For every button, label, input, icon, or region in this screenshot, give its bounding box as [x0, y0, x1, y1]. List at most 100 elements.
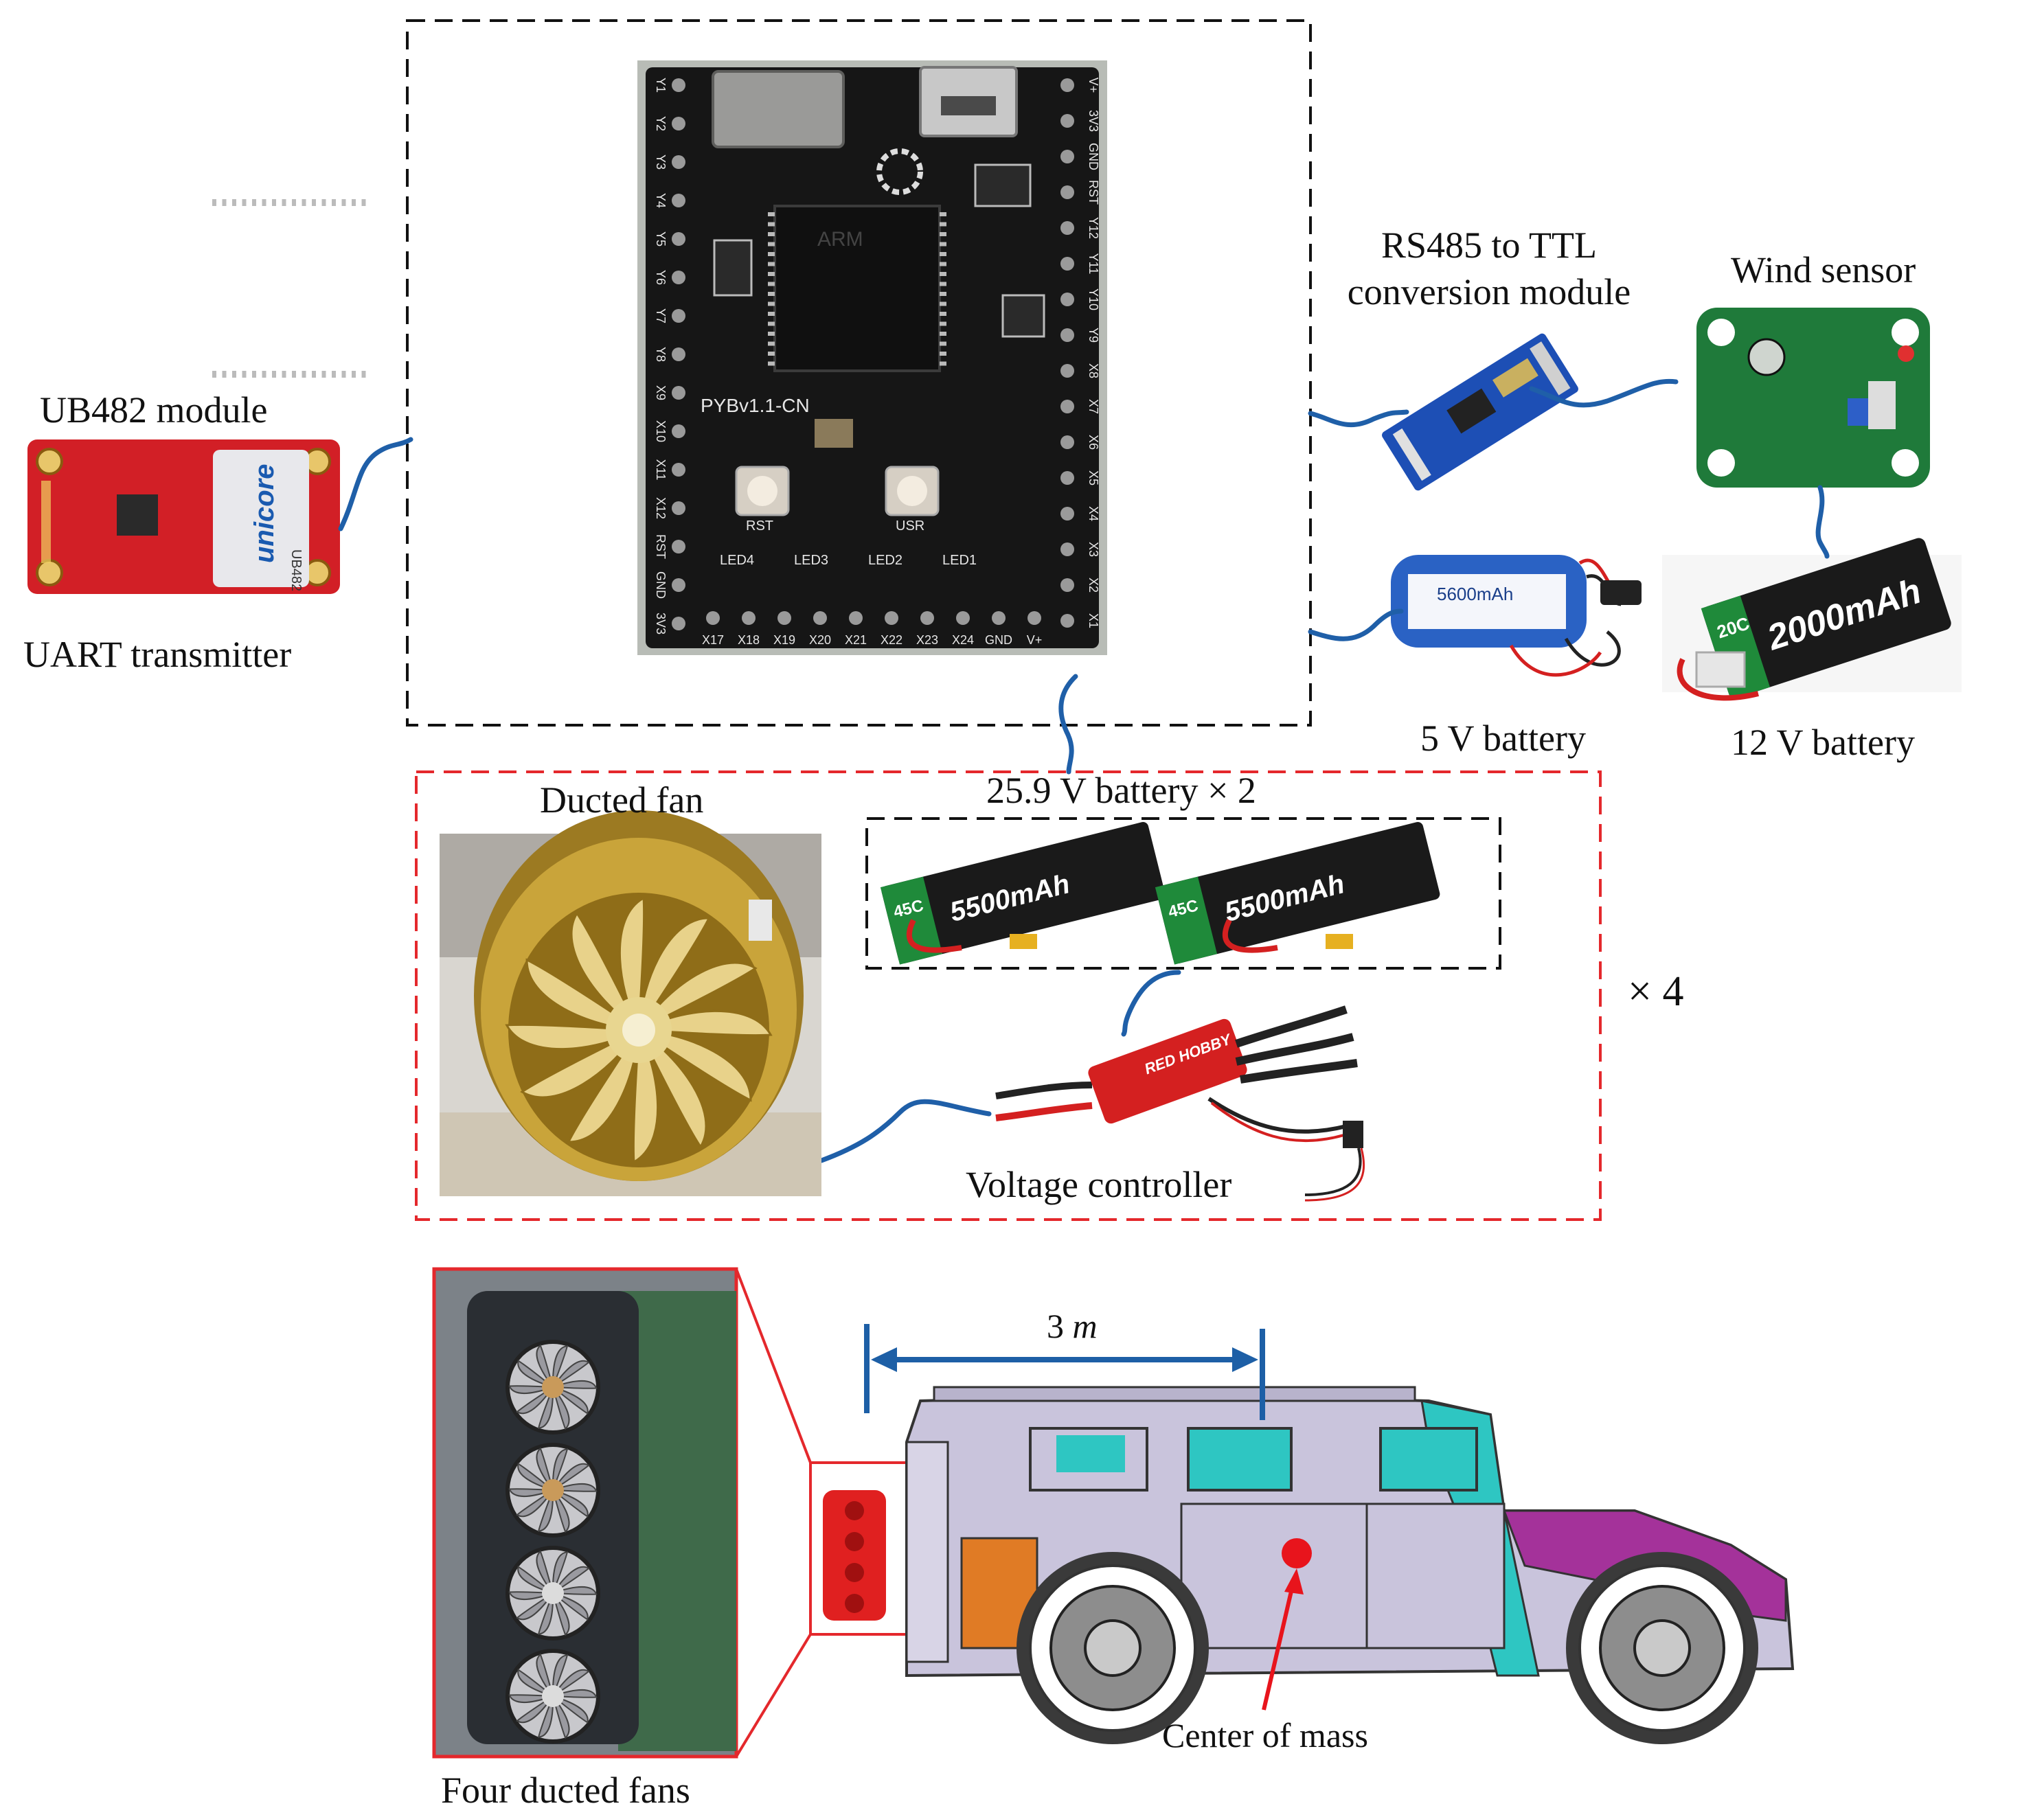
- vehicle-side-view: [823, 1386, 1795, 1744]
- pin-label: GND: [1087, 143, 1100, 170]
- pin-label: Y7: [654, 308, 668, 323]
- pin-label: X2: [1087, 578, 1100, 593]
- pin-hole: [1060, 150, 1074, 163]
- wind-sensor-label: Wind sensor: [1731, 249, 1916, 290]
- fan-subsystem-dashed-box: [415, 770, 1602, 1221]
- connection-wires: [338, 378, 1830, 1163]
- inset-fan: [506, 1649, 600, 1744]
- wire-rs485-wind: [1529, 378, 1679, 408]
- controller-dashed-box: [406, 19, 1312, 727]
- usr-button-label: USR: [896, 518, 924, 534]
- pin-label: Y1: [654, 78, 668, 93]
- pin-hole: [1060, 78, 1074, 92]
- uart-label: UART transmitter: [23, 634, 292, 675]
- distance-unit: m: [1072, 1307, 1098, 1345]
- four-fans-label: Four ducted fans: [441, 1770, 690, 1811]
- pin-hole: [1060, 257, 1074, 271]
- pin-label: X23: [916, 633, 938, 647]
- pin-label: X17: [702, 633, 724, 647]
- inset-fan: [506, 1443, 600, 1538]
- pin-hole: [672, 271, 685, 284]
- ducted-fan-label: Ducted fan: [540, 779, 704, 821]
- distance-dimension: [864, 1324, 1265, 1420]
- pin-label: Y6: [654, 270, 668, 285]
- pin-hole: [1060, 435, 1074, 449]
- wire-board-rs485: [1308, 409, 1409, 427]
- pin-label: V+: [1087, 78, 1100, 93]
- pin-label: X7: [1087, 399, 1100, 414]
- pin-hole: [777, 611, 791, 625]
- pin-label: X8: [1087, 363, 1100, 378]
- pin-label: Y8: [654, 347, 668, 362]
- pin-label: Y4: [654, 193, 668, 208]
- pin-hole: [1060, 221, 1074, 235]
- wire-board-5v: [1308, 608, 1404, 641]
- gear-logo-icon: [876, 148, 923, 195]
- four-fans-photo: [432, 1267, 738, 1759]
- arm-chip: [773, 205, 941, 372]
- center-of-mass-label: Center of mass: [1162, 1716, 1368, 1755]
- battery-25v-label: 25.9 V battery × 2: [986, 770, 1256, 811]
- pin-hole: [672, 232, 685, 246]
- pin-hole: [742, 611, 756, 625]
- battery-12v: 20C 2000mAh: [1662, 538, 1962, 701]
- battery-5v-label: 5 V battery: [1420, 718, 1586, 759]
- pin-label: RST: [654, 534, 668, 559]
- pin-label: X18: [738, 633, 760, 647]
- center-of-mass-dot: [1282, 1538, 1312, 1568]
- pin-hole: [672, 501, 685, 515]
- chip-label: ARM: [817, 228, 863, 251]
- pin-hole: [1060, 185, 1074, 199]
- wire-ub482-board: [338, 437, 413, 532]
- pin-hole: [1060, 578, 1074, 592]
- inset-fan: [506, 1340, 600, 1435]
- battery-pair-dashed-box: [865, 817, 1501, 970]
- pin-label: Y2: [654, 116, 668, 131]
- pin-label: X24: [952, 633, 974, 647]
- voltage-controller-label: Voltage controller: [966, 1164, 1232, 1205]
- pin-label: X1: [1087, 613, 1100, 628]
- wire-battery-esc: [1121, 970, 1181, 1037]
- pin-label: 3V3: [654, 613, 668, 635]
- pin-hole: [1060, 364, 1074, 378]
- pin-hole: [672, 117, 685, 130]
- pin-label: V+: [1027, 633, 1043, 647]
- pin-hole: [1060, 293, 1074, 306]
- pin-hole: [992, 611, 1006, 625]
- pin-label: X12: [654, 497, 668, 519]
- pin-hole: [672, 540, 685, 553]
- pin-hole: [849, 611, 863, 625]
- pin-hole: [920, 611, 934, 625]
- pin-hole: [1060, 507, 1074, 521]
- pin-hole: [672, 463, 685, 477]
- pin-hole: [885, 611, 898, 625]
- pin-hole: [672, 347, 685, 361]
- pin-hole: [672, 194, 685, 207]
- pin-label: X21: [845, 633, 867, 647]
- pin-label: X4: [1087, 506, 1100, 521]
- battery-12v-label: 12 V battery: [1731, 722, 1915, 763]
- pin-hole: [1060, 471, 1074, 485]
- times-four-label: × 4: [1628, 968, 1684, 1015]
- unicore-logo: unicore: [249, 464, 280, 563]
- zoom-line-bottom: [735, 1633, 812, 1758]
- chip-pins: [212, 199, 946, 378]
- rs485-label: RS485 to TTL conversion module: [1347, 225, 1631, 312]
- zoom-line-top: [735, 1268, 812, 1463]
- rs485-board: [1382, 333, 1578, 491]
- pin-label: Y12: [1087, 217, 1100, 239]
- pin-hole: [672, 155, 685, 169]
- pin-label: Y5: [654, 231, 668, 247]
- pin-hole: [1060, 614, 1074, 628]
- distance-value: 3: [1047, 1307, 1064, 1345]
- front-wheel: [1566, 1552, 1758, 1744]
- pin-label: X9: [654, 385, 668, 400]
- esc-voltage-controller: RED HOBBY: [995, 1005, 1365, 1202]
- wire-fan-esc: [819, 1099, 992, 1163]
- rst-button-label: RST: [746, 518, 773, 534]
- battery-5v: 5600mAh: [1391, 555, 1642, 677]
- distance-label: 3 m: [1047, 1307, 1098, 1345]
